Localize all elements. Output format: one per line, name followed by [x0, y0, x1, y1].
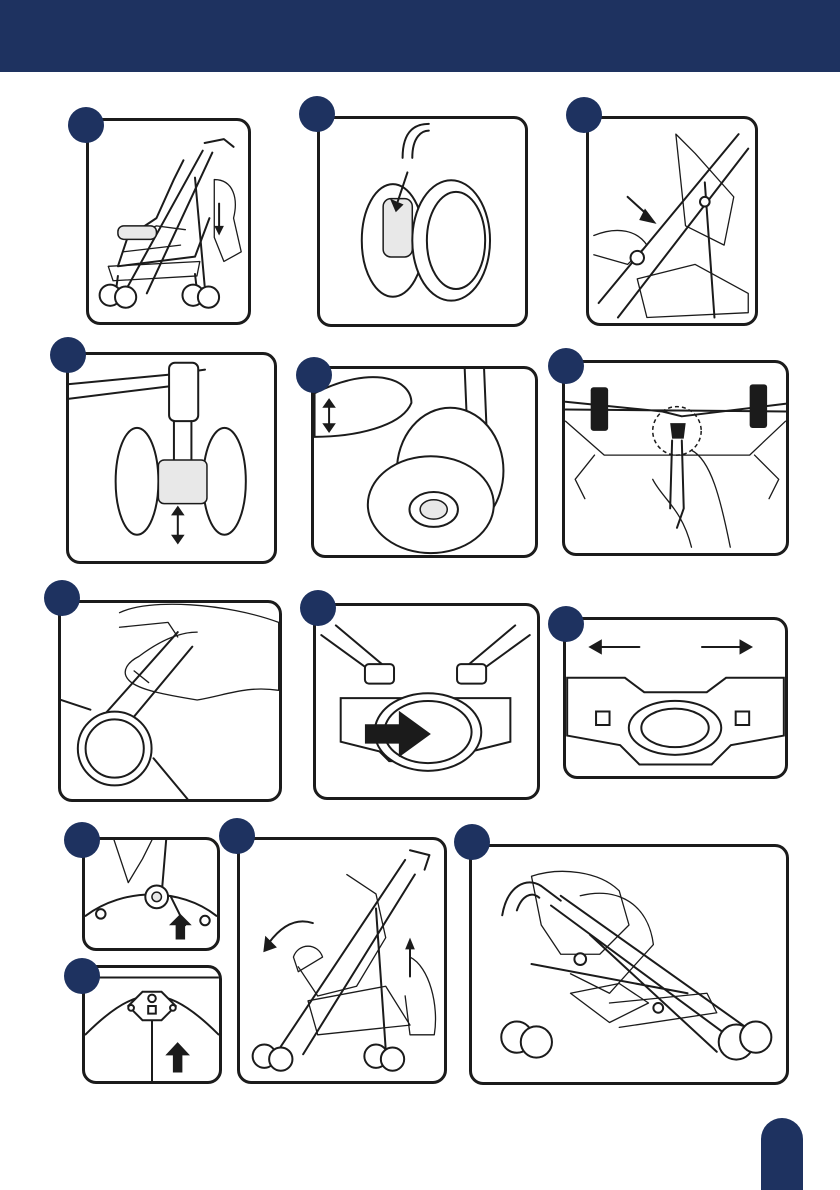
- header-bar: [0, 0, 840, 72]
- step-6-illustration: [562, 360, 789, 556]
- step-10-illustration: [82, 837, 220, 951]
- seat-frame-lock-drawing: [589, 119, 755, 323]
- step-10-marker: [64, 822, 100, 858]
- page-number-tab: [761, 1118, 803, 1190]
- step-8-marker: [300, 590, 336, 626]
- front-swivel-wheel-drawing: [69, 355, 274, 561]
- step-13-illustration: [469, 844, 789, 1085]
- step-7-illustration: [58, 600, 282, 802]
- stroller-unfold-drawing: [89, 121, 248, 322]
- step-6-marker: [548, 348, 584, 384]
- step-8-illustration: [313, 603, 540, 800]
- step-13-marker: [454, 824, 490, 860]
- step-3-marker: [566, 97, 602, 133]
- folded-stroller-drawing: [472, 847, 786, 1082]
- folding-stroller-rotate-drawing: [240, 840, 444, 1081]
- step-9-illustration: [563, 617, 788, 779]
- step-4-illustration: [66, 352, 277, 564]
- step-7-marker: [44, 580, 80, 616]
- step-4-marker: [50, 337, 86, 373]
- buckle-release-drawing: [566, 620, 785, 776]
- wheel-height-adjust-drawing: [314, 369, 535, 555]
- step-5-marker: [296, 357, 332, 393]
- step-9-marker: [548, 606, 584, 642]
- step-12-marker: [64, 958, 100, 994]
- step-12-illustration: [82, 965, 222, 1084]
- canopy-strap-release-drawing: [565, 363, 786, 553]
- step-11-illustration: [237, 837, 447, 1084]
- step-3-illustration: [586, 116, 758, 326]
- step-2-marker: [299, 96, 335, 132]
- rear-wheel-brake-drawing: [320, 119, 525, 324]
- hand-press-wheel-hub-drawing: [61, 603, 279, 799]
- step-11-marker: [219, 818, 255, 854]
- step-1-marker: [68, 107, 104, 143]
- step-1-illustration: [86, 118, 251, 325]
- buckle-insert-drawing: [316, 606, 537, 797]
- step-5-illustration: [311, 366, 538, 558]
- center-latch-push-up-drawing: [85, 968, 219, 1081]
- step-2-illustration: [317, 116, 528, 327]
- hinge-lock-push-up-drawing: [85, 840, 217, 948]
